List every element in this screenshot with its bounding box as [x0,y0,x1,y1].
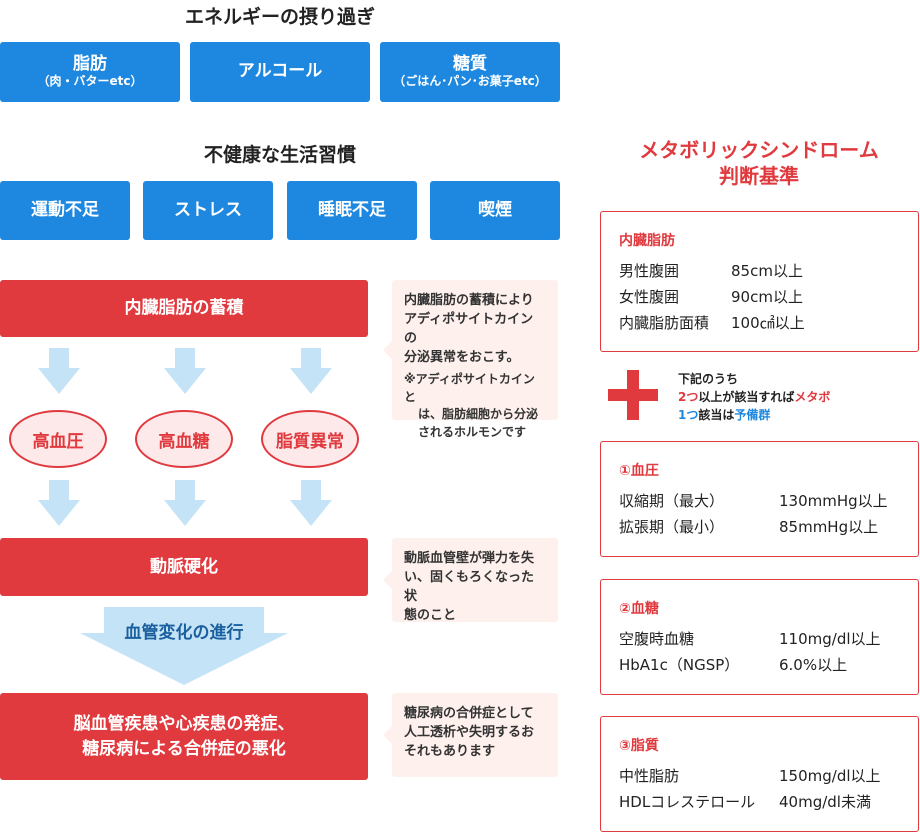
criteria-value: 40mg/dl未満 [779,792,871,811]
energy-item-sugar-sub: （ごはん･パン･お菓子etc） [393,74,547,89]
plus-icon [608,370,658,420]
criteria-row: 中性脂肪 150mg/dl以上 [619,767,900,786]
note-artery-line2: い、固くもろくなった状 [404,569,535,604]
criteria-row: 内臓脂肪面積 100㎠以上 [619,314,900,333]
outcome-line1: 脳血管疾患や心疾患の発症、 [73,713,295,734]
criteria-value: 100㎠以上 [731,313,805,332]
plus-line3-count: 1つ [678,408,699,422]
down-arrow-icon [164,348,206,394]
down-arrow-icon [38,480,80,526]
note-artery-line1: 動脈血管壁が弾力を失 [404,551,535,566]
criteria-key: 男性腹囲 [619,262,680,280]
condition-hyperglycemia: 高血糖 [135,410,233,468]
plus-line2-text: 以上が該当すれば [698,390,795,404]
criteria-key: 中性脂肪 [619,767,680,785]
energy-item-fat: 脂肪 （肉・バターetc） [0,42,180,102]
plus-line2-result: メタボ [794,390,831,404]
down-arrow-icon [290,348,332,394]
progress-label: 血管変化の進行 [124,623,244,643]
habits-title: 不健康な生活習慣 [203,144,356,166]
criteria-row: 男性腹囲 85cm以上 [619,262,900,281]
plus-explanation: 下記のうち 2つ以上が該当すればメタボ 1つ該当は予備群 [678,370,918,424]
plus-line2: 2つ以上が該当すればメタボ [678,388,918,406]
plus-line3: 1つ該当は予備群 [678,406,918,424]
condition-hypertension: 高血圧 [9,410,107,468]
criteria-key: HDLコレステロール [619,792,756,811]
habit-smoking: 喫煙 [430,181,560,240]
criteria-value: 6.0%以上 [779,655,848,674]
criteria-key: 女性腹囲 [619,287,680,306]
habit-stress: ストレス [143,181,273,240]
note-visceral-small3: されるホルモンです [418,424,527,439]
criteria-value: 85cm以上 [731,262,803,280]
note-visceral-small1: ※アディポサイトカインと [404,372,535,404]
outcome-bar: 脳血管疾患や心疾患の発症、 糖尿病による合併症の悪化 [0,693,368,780]
criteria-row: 空腹時血糖 110mg/dl以上 [619,630,900,649]
criteria-row: HDLコレステロール 40mg/dl未満 [619,793,900,812]
energy-title: エネルギーの摂り過ぎ [184,6,375,28]
energy-item-sugar: 糖質 （ごはん･パン･お菓子etc） [380,42,560,102]
note-artery-line3: 態のこと [404,607,457,623]
criteria-row: 収縮期（最大） 130mmHg以上 [619,492,900,511]
note-visceral-small2: は、脂肪細胞から分泌 [418,407,539,422]
outcome-line2: 糖尿病による合併症の悪化 [82,738,286,759]
criteria-lipid-box: ③脂質 中性脂肪 150mg/dl以上 HDLコレステロール 40mg/dl未満 [600,716,919,832]
habit-sleep: 睡眠不足 [287,181,417,240]
criteria-value: 85mmHg以上 [779,517,879,536]
arteriosclerosis-bar: 動脈硬化 [0,538,368,596]
criteria-title-line2: 判断基準 [719,164,799,188]
down-arrow-icon [38,348,80,394]
criteria-sugar-title: ②血糖 [619,601,659,617]
energy-item-alcohol: アルコール [190,42,370,102]
plus-line2-count: 2つ [678,390,699,404]
down-arrow-icon [290,480,332,526]
progress-arrow-icon [80,607,288,685]
criteria-title: メタボリックシンドローム 判断基準 [598,137,920,189]
note-outcome-line1: 糖尿病の合併症として [404,706,534,721]
criteria-visceral-box: 内臓脂肪 男性腹囲 85cm以上 女性腹囲 90cm以上 内臓脂肪面積 100㎠… [600,211,919,352]
criteria-row: 拡張期（最小） 85mmHg以上 [619,518,900,537]
criteria-bp-title: ①血圧 [619,463,659,479]
note-outcome-line2: 人工透析や失明するお [404,724,535,740]
note-visceral-line3: 分泌異常をおこす。 [404,349,520,365]
note-outcome-line3: それもあります [404,743,496,759]
criteria-key: HbA1c（NGSP） [619,655,740,674]
criteria-value: 110mg/dl以上 [779,630,881,648]
criteria-key: 拡張期（最小） [619,517,725,536]
plus-line3-result: 予備群 [734,408,771,422]
criteria-row: 女性腹囲 90cm以上 [619,288,900,307]
criteria-value: 130mmHg以上 [779,492,888,510]
criteria-lipid-title: ③脂質 [619,738,659,754]
criteria-key: 空腹時血糖 [619,630,695,648]
criteria-value: 90cm以上 [731,287,803,306]
down-arrow-icon [164,480,206,526]
habit-exercise: 運動不足 [0,181,130,240]
criteria-title-line1: メタボリックシンドローム [639,138,879,162]
criteria-value: 150mg/dl以上 [779,767,881,785]
note-visceral-line1: 内臓脂肪の蓄積により [404,293,534,308]
energy-item-alcohol-label: アルコール [237,61,323,82]
criteria-key: 収縮期（最大） [619,492,725,510]
note-outcome: 糖尿病の合併症として 人工透析や失明するお それもあります [383,693,558,777]
plus-line1: 下記のうち [678,372,739,386]
energy-item-fat-sub: （肉・バターetc） [37,74,143,89]
plus-line3-text: 該当は [698,408,735,422]
energy-item-sugar-label: 糖質 [453,53,487,74]
energy-item-fat-label: 脂肪 [73,53,107,74]
condition-dyslipidemia: 脂質異常 [261,410,359,468]
note-arteriosclerosis: 動脈血管壁が弾力を失 い、固くもろくなった状 態のこと [383,538,558,623]
criteria-sugar-box: ②血糖 空腹時血糖 110mg/dl以上 HbA1c（NGSP） 6.0%以上 [600,579,919,695]
criteria-visceral-title: 内臓脂肪 [619,233,675,249]
criteria-bp-box: ①血圧 収縮期（最大） 130mmHg以上 拡張期（最小） 85mmHg以上 [600,441,919,557]
note-visceral: 内臓脂肪の蓄積により アディポサイトカインの 分泌異常をおこす。 ※アディポサイ… [383,280,558,439]
note-visceral-line2: アディポサイトカインの [404,311,534,346]
visceral-fat-bar: 内臓脂肪の蓄積 [0,280,368,337]
criteria-row: HbA1c（NGSP） 6.0%以上 [619,656,900,675]
criteria-key: 内臓脂肪面積 [619,313,710,332]
